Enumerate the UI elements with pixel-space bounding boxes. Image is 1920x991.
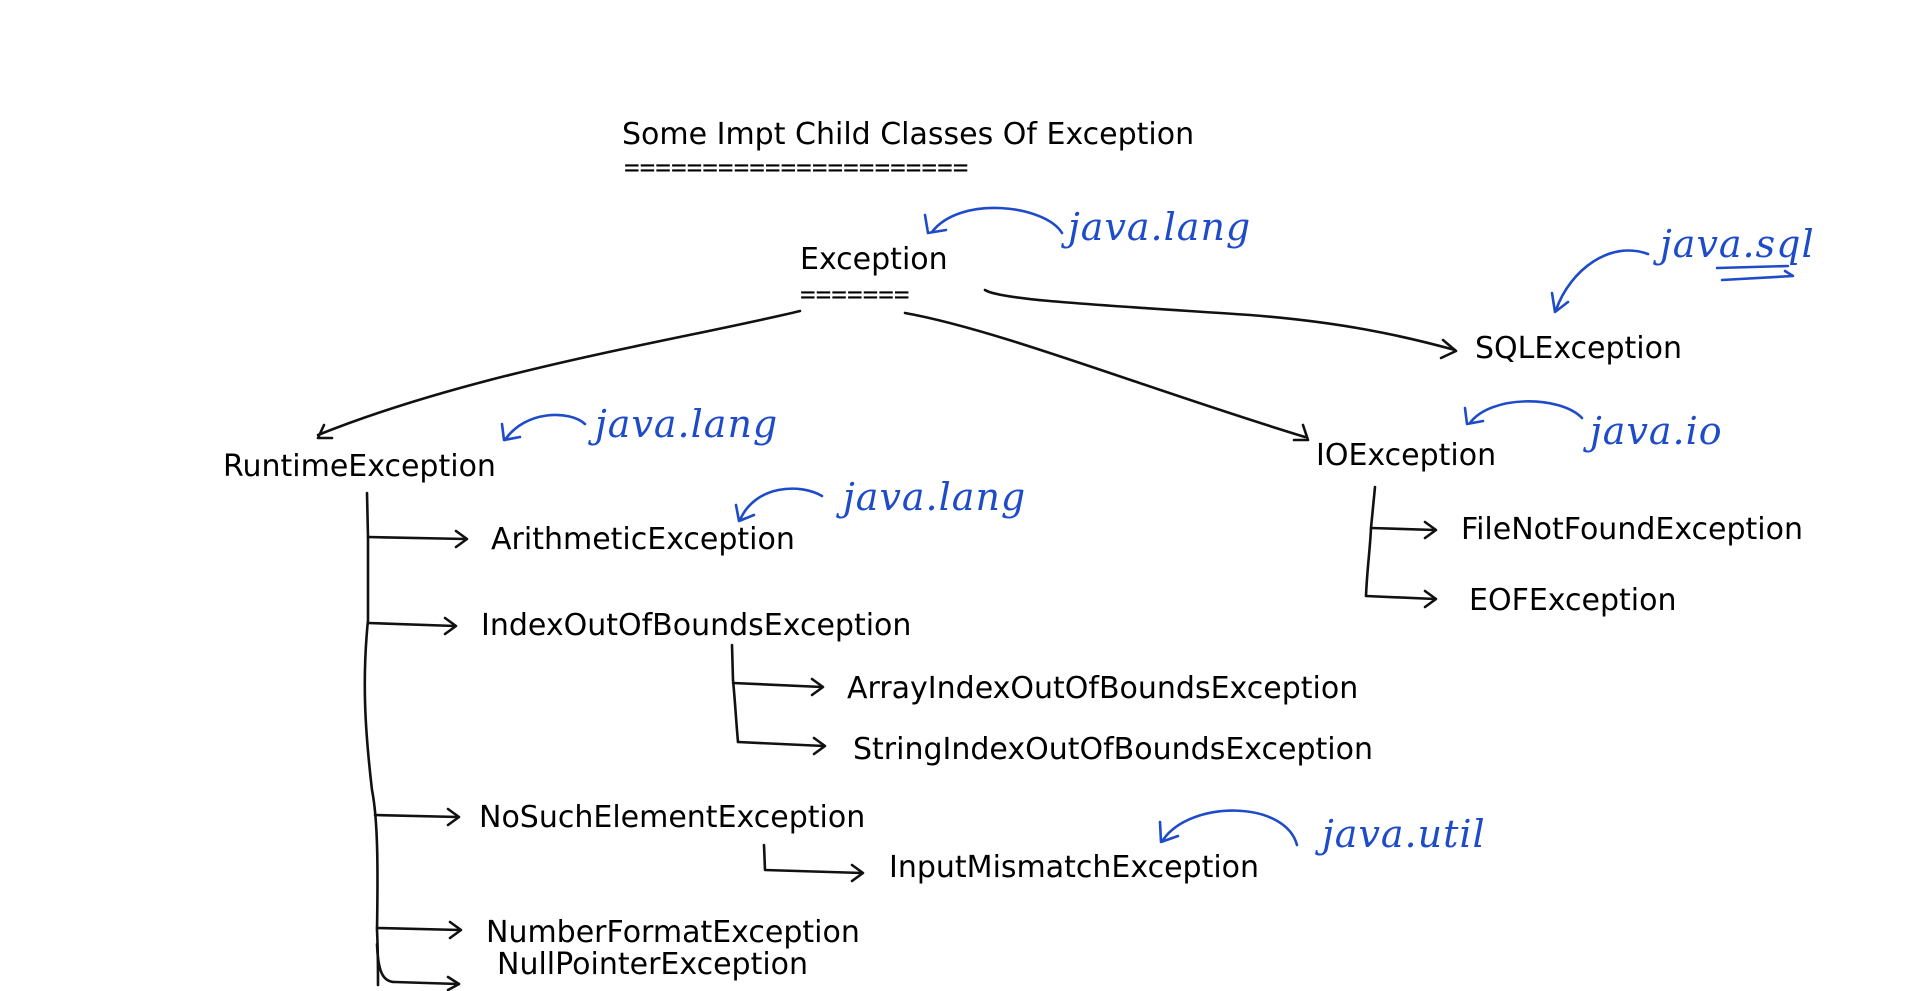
- package-annotation-exception: java.lang: [1068, 205, 1252, 249]
- node-eof-exception: EOFException: [1469, 583, 1677, 618]
- arrowhead-no-such-element: [446, 807, 461, 827]
- annotation-arrowhead-io: [1463, 406, 1485, 426]
- package-annotation-runtime: java.lang: [595, 402, 779, 446]
- annotation-arrowhead-exception: [923, 213, 948, 235]
- annotation-underline-sql: [1715, 264, 1795, 282]
- node-number-format-exception: NumberFormatException: [486, 915, 860, 950]
- edge-exception-runtime: [316, 309, 802, 437]
- arrowhead-array-index-oob: [810, 677, 825, 697]
- branch-arithmetic: [366, 535, 468, 541]
- branch-string-index-oob: [736, 740, 826, 748]
- branch-file-not-found: [1369, 526, 1437, 532]
- annotation-arrow-sql: [1554, 249, 1650, 312]
- node-file-not-found-exception: FileNotFoundException: [1461, 512, 1804, 547]
- branch-number-format: [375, 926, 462, 932]
- annotation-arrow-runtime: [503, 413, 587, 442]
- node-io-exception: IOException: [1316, 438, 1497, 473]
- node-runtime-exception: RuntimeException: [223, 449, 496, 484]
- trunk-io: [1364, 485, 1377, 598]
- annotation-arrow-io: [1468, 400, 1584, 425]
- package-annotation-sql: java.sql: [1660, 222, 1815, 266]
- node-exception-underline: =======: [800, 280, 910, 310]
- node-arithmetic-exception: ArithmeticException: [491, 522, 795, 557]
- annotation-arrow-input-mismatch: [1161, 809, 1299, 847]
- annotation-arrow-exception: [930, 206, 1064, 235]
- arrowhead-sql: [1439, 338, 1458, 360]
- arrowhead-eof: [1423, 589, 1438, 609]
- branch-input-mismatch: [762, 843, 864, 875]
- annotation-arrowhead-runtime: [500, 422, 522, 442]
- node-no-such-element-exception: NoSuchElementException: [479, 800, 866, 835]
- branch-index-oob: [366, 621, 457, 628]
- arrowhead-input-mismatch: [850, 863, 865, 883]
- annotation-arrowhead-sql: [1550, 291, 1570, 314]
- annotation-arrowhead-arithmetic: [734, 503, 756, 523]
- node-sql-exception: SQLException: [1475, 331, 1683, 366]
- annotation-arrowhead-input-mismatch: [1158, 820, 1180, 844]
- arrowhead-arithmetic: [454, 529, 469, 549]
- node-index-out-of-bounds-exception: IndexOutOfBoundsException: [481, 608, 912, 643]
- package-annotation-input-mismatch: java.util: [1322, 812, 1486, 856]
- trunk-index-oob: [730, 643, 740, 744]
- title-underline: ======================: [624, 153, 969, 183]
- node-null-pointer-exception: NullPointerException: [497, 947, 809, 982]
- arrowhead-string-index-oob: [812, 736, 827, 756]
- arrowhead-index-oob: [443, 616, 458, 636]
- arrowhead-io: [1292, 423, 1310, 442]
- package-annotation-io: java.io: [1590, 409, 1723, 453]
- edge-exception-sql: [983, 288, 1457, 352]
- trunk-runtime: [363, 491, 380, 987]
- branch-null-pointer: [375, 942, 460, 986]
- node-array-index-out-of-bounds-exception: ArrayIndexOutOfBoundsException: [847, 671, 1359, 706]
- branch-no-such-element: [373, 813, 460, 819]
- edge-exception-io: [903, 311, 1307, 439]
- arrowhead-runtime: [316, 423, 334, 440]
- diagram-title: Some Impt Child Classes Of Exception: [622, 117, 1195, 152]
- arrowhead-null-pointer: [446, 975, 461, 991]
- node-exception: Exception: [800, 242, 948, 277]
- node-string-index-out-of-bounds-exception: StringIndexOutOfBoundsException: [853, 732, 1373, 767]
- package-annotation-arithmetic: java.lang: [843, 475, 1027, 519]
- branch-array-index-oob: [731, 681, 824, 689]
- branch-eof: [1364, 594, 1437, 601]
- annotation-arrow-arithmetic: [738, 487, 824, 522]
- node-input-mismatch-exception: InputMismatchException: [889, 850, 1260, 885]
- arrowhead-file-not-found: [1423, 520, 1438, 540]
- arrowhead-number-format: [448, 920, 463, 940]
